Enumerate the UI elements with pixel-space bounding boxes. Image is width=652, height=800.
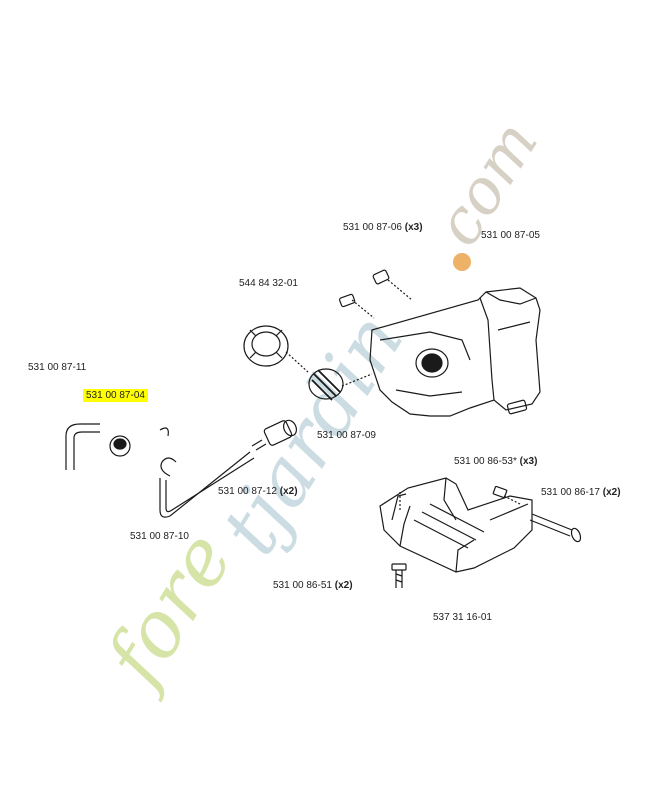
part-label: 531 00 87-12 (x2) xyxy=(218,486,298,497)
part-label: 544 84 32-01 xyxy=(239,278,298,289)
part-label: 531 00 87-10 xyxy=(130,531,189,542)
part-label: 531 00 86-17 (x2) xyxy=(541,487,621,498)
part-label: 531 00 86-53* (x3) xyxy=(454,456,538,467)
part-label: 531 00 87-06 (x3) xyxy=(343,222,423,233)
part-label: 537 31 16-01 xyxy=(433,612,492,623)
part-label: 531 00 87-11 xyxy=(28,362,87,373)
part-label: 531 00 87-05 xyxy=(481,230,540,241)
svg-text:fore: fore xyxy=(87,517,250,704)
tank-cap-drawing xyxy=(243,325,373,401)
fuel-tank-drawing xyxy=(339,269,541,417)
bracket-drawing xyxy=(379,477,582,588)
fuel-hose-drawing xyxy=(65,419,298,518)
part-label: 531 00 86-51 (x2) xyxy=(273,580,353,591)
part-label: 531 00 87-09 xyxy=(317,430,376,441)
part-label-highlighted: 531 00 87-04 xyxy=(83,389,148,402)
